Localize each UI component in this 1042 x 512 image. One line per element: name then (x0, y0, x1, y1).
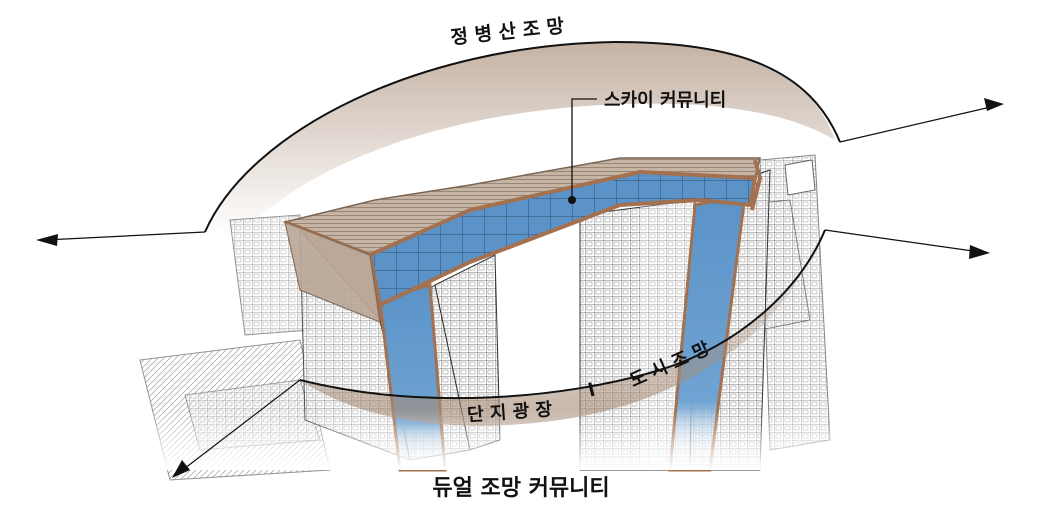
callout-dot (568, 196, 576, 204)
bottom-arc-right-arrowhead (969, 245, 990, 259)
top-arc-right-arrowhead (984, 98, 1004, 111)
callout-leader-line (571, 98, 597, 200)
sky-bridge-glass (367, 169, 758, 308)
bottom-arc-left-arrowhead (172, 460, 190, 478)
bottom-arc-divider: l (586, 380, 597, 402)
bottom-arc-right-arrow-line (824, 229, 981, 253)
bottom-arc-left-arrow-line (179, 379, 301, 473)
top-arc-label: 정 병 산 조 망 (450, 15, 566, 49)
callout-label: 스카이 커뮤니티 (604, 90, 727, 111)
top-arc-left-arrow-line (44, 231, 206, 241)
caption: 듀얼 조망 커뮤니티 (432, 476, 610, 501)
bottom-view-arc (299, 229, 826, 400)
bottom-arc-shadow (300, 235, 820, 426)
top-arc-shadow (205, 42, 835, 235)
sky-bridge (282, 157, 763, 323)
top-view-arc (204, 40, 841, 233)
top-arc-left-arrowhead (36, 234, 58, 246)
top-arc-right-arrow-line (839, 105, 996, 143)
